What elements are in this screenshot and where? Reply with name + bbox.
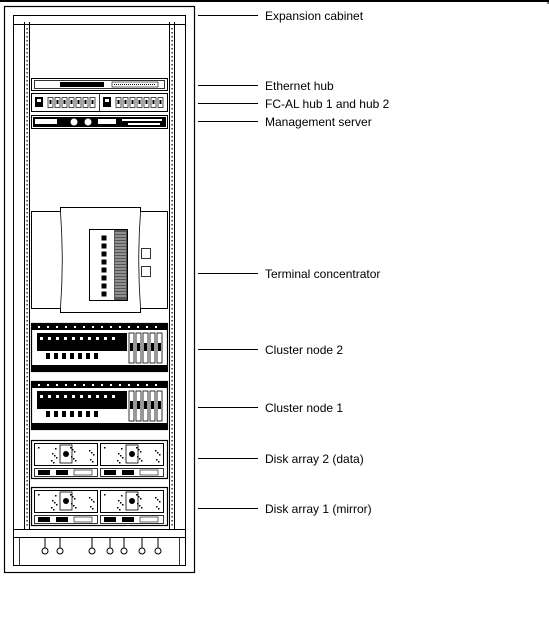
label-fcal-hubs: FC-AL hub 1 and hub 2: [265, 97, 390, 111]
cabinet-base: [13, 529, 186, 566]
label-cluster-node-1: Cluster node 1: [265, 401, 343, 415]
rack-rail-holes: [26, 28, 173, 526]
label-terminal-concentrator: Terminal concentrator: [265, 267, 380, 281]
cluster-node-1-unit: [30, 380, 169, 431]
label-disk-array-1: Disk array 1 (mirror): [265, 502, 372, 516]
label-ethernet-hub: Ethernet hub: [265, 79, 334, 93]
management-server-unit: [31, 115, 168, 129]
disk-array-2-unit: [30, 439, 169, 480]
disk-array-1-unit: [30, 486, 169, 527]
label-expansion-cabinet: Expansion cabinet: [265, 9, 364, 23]
callout-leaders: [198, 15, 258, 509]
cluster-node-2-unit: [30, 322, 169, 373]
label-cluster-node-2: Cluster node 2: [265, 343, 343, 357]
figure-frame: [0, 0, 549, 4]
ethernet-hub-unit: [31, 78, 168, 91]
fcal-hub-units: [31, 93, 168, 112]
label-disk-array-2: Disk array 2 (data): [265, 452, 364, 466]
terminal-concentrator-unit: [31, 207, 168, 313]
label-management-server: Management server: [265, 115, 372, 129]
